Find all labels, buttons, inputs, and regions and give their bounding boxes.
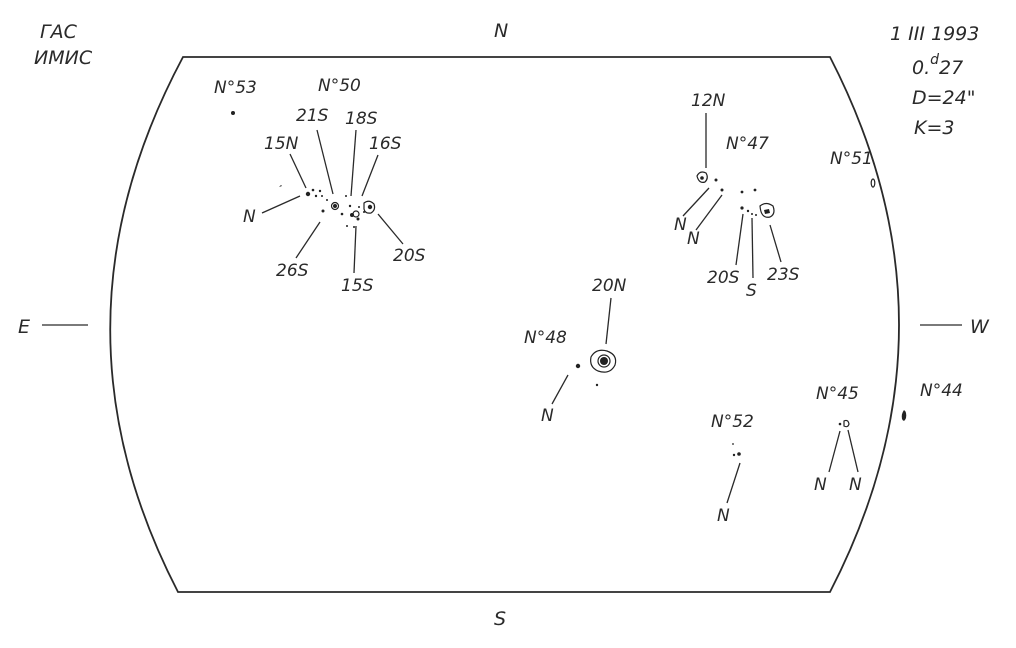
east-label: E — [18, 316, 30, 338]
group-53-label: N°53 — [214, 78, 257, 98]
label-18S: 18S — [345, 109, 378, 129]
label-N-45b: N — [849, 475, 862, 495]
label-N-47a: N — [674, 215, 687, 235]
label-N-47b: N — [687, 229, 700, 249]
label-N-52: N — [717, 506, 730, 526]
group-45-spots — [838, 419, 850, 428]
group-44-spot — [901, 410, 907, 421]
group-47-leaders — [682, 113, 782, 279]
group-52-spots — [732, 443, 741, 457]
observation-k: K=3 — [914, 117, 954, 139]
group-47-spots — [696, 171, 775, 218]
observation-time: 0.d27 — [912, 52, 963, 79]
observation-time-prefix: 0. — [912, 57, 930, 79]
group-50-spots — [279, 185, 376, 228]
observation-time-sup: d — [930, 52, 939, 68]
label-20S-50: 20S — [393, 246, 426, 266]
label-16S: 16S — [369, 134, 402, 154]
observatory-line-1: ГАС — [40, 21, 78, 43]
group-52-label: N°52 — [711, 412, 754, 432]
group-45-label: N°45 — [816, 384, 859, 404]
label-N-45a: N — [814, 475, 827, 495]
group-53-spot — [231, 111, 235, 115]
group-50-leaders — [261, 129, 404, 274]
label-26S: 26S — [276, 261, 309, 281]
observation-time-value: 27 — [939, 57, 963, 79]
group-48-label: N°48 — [524, 328, 567, 348]
west-label: W — [970, 316, 990, 338]
observation-date: 1 III 1993 — [890, 23, 979, 45]
label-21S: 21S — [296, 106, 329, 126]
south-label: S — [494, 608, 506, 630]
solar-disk-frame — [109, 56, 900, 593]
group-52-leader — [726, 462, 741, 504]
label-15N: 15N — [264, 134, 299, 154]
group-51-spot — [870, 178, 876, 188]
label-12N: 12N — [691, 91, 726, 111]
label-23S: 23S — [767, 265, 800, 285]
group-48-spots — [575, 349, 617, 387]
label-20S-47: 20S — [707, 268, 740, 288]
label-N-48: N — [541, 406, 554, 426]
observatory-line-2: ИМИС — [34, 47, 93, 69]
group-48-leaders — [551, 297, 612, 405]
group-47-label: N°47 — [726, 134, 769, 154]
group-50-label: N°50 — [318, 76, 361, 96]
north-label: N — [494, 20, 508, 42]
group-51-label: N°51 — [830, 149, 873, 169]
label-S-47: S — [746, 281, 757, 301]
observation-diameter: D=24" — [912, 87, 975, 109]
label-20N: 20N — [592, 276, 627, 296]
label-N-50: N — [243, 207, 256, 227]
group-44-label: N°44 — [920, 381, 963, 401]
label-15S: 15S — [341, 276, 374, 296]
group-45-leaders — [828, 429, 859, 473]
